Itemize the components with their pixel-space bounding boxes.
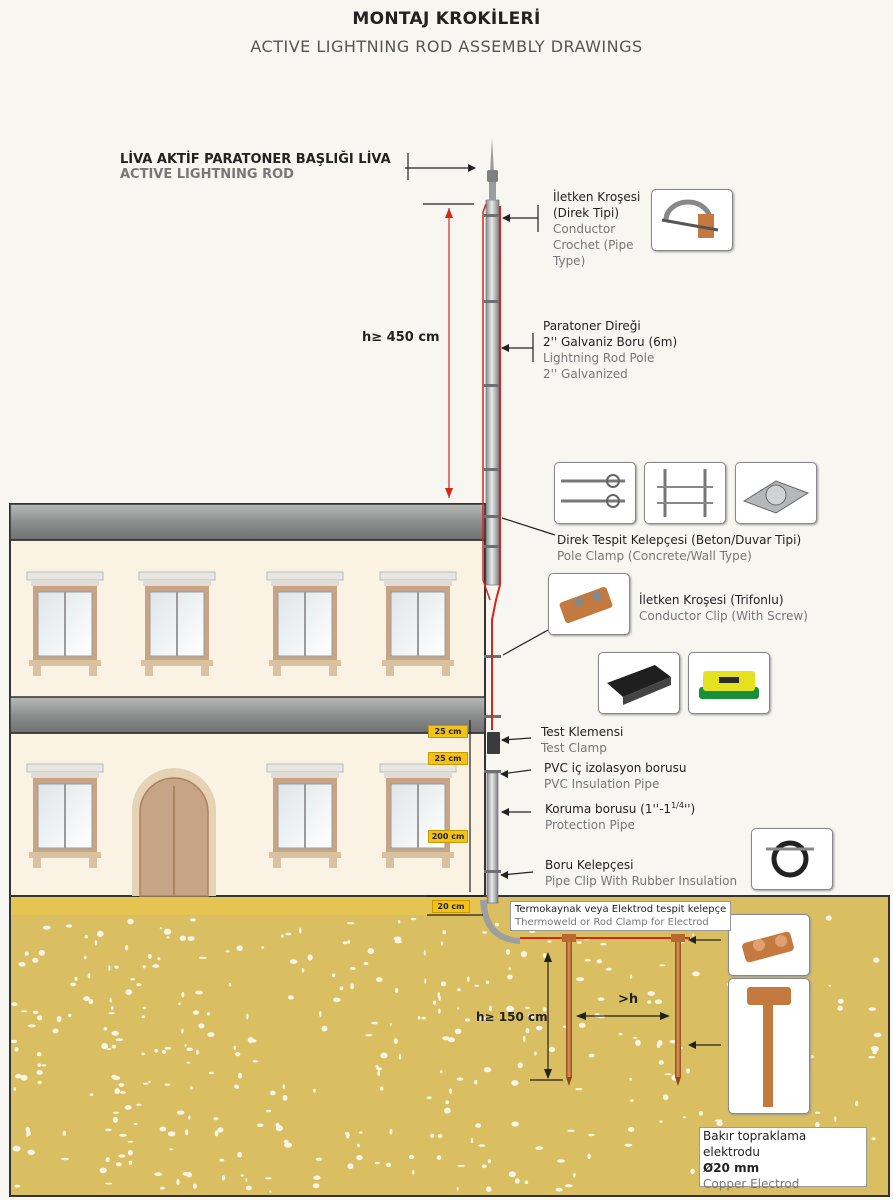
test-clamp-tr: Test Klemensi xyxy=(541,725,624,739)
down-conductor xyxy=(491,206,501,730)
copper-electrode-en: Copper Electrod xyxy=(703,1177,800,1191)
protection-pipe-tr: Koruma borusu (1''-11/4'') xyxy=(545,798,695,817)
protection-pipe-tr-main: Koruma borusu (1''-1 xyxy=(545,802,672,816)
pole-clamp-image-3 xyxy=(735,462,817,524)
pole-tr1: Paratoner Direği xyxy=(543,319,641,333)
test-clamp-image-black xyxy=(598,652,680,714)
thermoweld-en: Thermoweld or Rod Clamp for Electrod xyxy=(515,917,709,928)
pole-bracket xyxy=(484,770,501,773)
copper-electrode-image xyxy=(728,978,810,1114)
rod-height-dimension: h≥ 450 cm xyxy=(362,330,440,345)
pole-bracket xyxy=(484,515,501,518)
pole-en2: 2'' Galvanized xyxy=(543,367,628,381)
test-clamp-box xyxy=(487,732,500,754)
pipe-clip-tr: Boru Kelepçesi xyxy=(545,858,634,872)
window-lower-3 xyxy=(379,763,457,868)
rod-head-label-en: ACTIVE LIGHTNING ROD xyxy=(120,167,294,182)
window-lower-2 xyxy=(266,763,344,868)
window-upper-1 xyxy=(26,571,104,676)
window-lower-1 xyxy=(26,763,104,868)
conductor-clip-en: Conductor Clip (With Screw) xyxy=(639,609,808,623)
protection-pipe-en: Protection Pipe xyxy=(545,818,635,832)
copper-electrodes xyxy=(562,934,685,1086)
copper-electrode-tr: Bakır topraklama elektrodu xyxy=(703,1129,807,1159)
protection-pipe-tr-end: '') xyxy=(683,802,696,816)
pole-clamp-en: Pole Clamp (Concrete/Wall Type) xyxy=(557,549,752,563)
conductor-clip-label: İletken Kroşesi (Trifonlu) Conductor Cli… xyxy=(639,592,808,624)
dimension-arrowheads xyxy=(445,164,670,1079)
dim-tag-25cm-1: 25 cm xyxy=(428,725,468,738)
window-upper-2 xyxy=(138,571,216,676)
protection-pipe-tr-sup: 1/4 xyxy=(671,801,684,810)
test-clamp-image-yellow xyxy=(688,652,770,714)
conductor-clip-image xyxy=(548,573,630,635)
rod-head-label: LİVA AKTİF PARATONER BAŞLIĞI LİVA ACTIVE… xyxy=(120,152,391,182)
electrode-spacing-dimension: >h xyxy=(618,992,639,1007)
pipe-clip-label: Boru Kelepçesi Pipe Clip With Rubber Ins… xyxy=(545,857,737,889)
dim-tag-20cm: 20 cm xyxy=(432,900,470,913)
pole-clamp-image-2 xyxy=(644,462,726,524)
arched-door xyxy=(132,768,216,897)
pole-tr2: 2'' Galvaniz Boru (6m) xyxy=(543,335,678,349)
thermoweld-tr: Termokaynak veya Elektrod tespit kelepçe xyxy=(515,904,727,915)
page-title: MONTAJ KROKİLERİ xyxy=(352,9,541,29)
copper-electrode-label: Bakır topraklama elektrodu Ø20 mm Copper… xyxy=(699,1127,867,1191)
conductor-crochet-tr1: İletken Kroşesi xyxy=(553,190,641,204)
pvc-pipe-en: PVC Insulation Pipe xyxy=(544,777,660,791)
conductor-crochet-tr2: (Direk Tipi) xyxy=(553,206,619,220)
pipe-clip-en: Pipe Clip With Rubber Insulation xyxy=(545,874,738,888)
conductor-crochet-image xyxy=(651,189,733,251)
window-upper-4 xyxy=(379,571,457,676)
pole-bracket xyxy=(484,545,501,548)
dim-tag-25cm-2: 25 cm xyxy=(428,752,468,765)
pole-bracket xyxy=(484,468,501,471)
pole-bracket xyxy=(484,300,501,303)
pole-clamp-label: Direk Tespit Kelepçesi (Beton/Duvar Tipi… xyxy=(557,532,801,564)
dimension-lines xyxy=(405,153,668,1081)
pole-bracket xyxy=(484,384,501,387)
protection-pipe-label: Koruma borusu (1''-11/4'') Protection Pi… xyxy=(545,798,695,833)
conductor-crochet-en2: Crochet (Pipe xyxy=(553,238,634,252)
conductor-crochet-en1: Conductor xyxy=(553,222,616,236)
window-upper-3 xyxy=(266,571,344,676)
electrode-depth-dimension: h≥ 150 cm xyxy=(476,1010,548,1024)
thermoweld-label: Termokaynak veya Elektrod tespit kelepçe… xyxy=(510,901,732,931)
pvc-pipe-tr: PVC iç izolasyon borusu xyxy=(544,761,687,775)
conductor-crochet-en3: Type) xyxy=(553,254,586,268)
pole-clamp-tr: Direk Tespit Kelepçesi (Beton/Duvar Tipi… xyxy=(557,533,802,547)
dim-tag-200cm: 200 cm xyxy=(428,830,468,843)
pole-bracket xyxy=(484,214,501,217)
pole-label: Paratoner Direği 2'' Galvaniz Boru (6m) … xyxy=(543,318,677,382)
page-subtitle: ACTIVE LIGHTNING ROD ASSEMBLY DRAWINGS xyxy=(250,37,643,56)
rod-head-label-tr: LİVA AKTİF PARATONER BAŞLIĞI LİVA xyxy=(120,152,391,167)
copper-electrode-size: Ø20 mm xyxy=(703,1161,760,1175)
pole-clamp-image-1 xyxy=(554,462,636,524)
conductor-clip-tr: İletken Kroşesi (Trifonlu) xyxy=(639,593,784,607)
rod-clamp-image xyxy=(728,914,810,976)
pvc-pipe-label: PVC iç izolasyon borusu PVC Insulation P… xyxy=(544,760,687,792)
pipe-clip-image xyxy=(751,828,833,890)
pole-en1: Lightning Rod Pole xyxy=(543,351,655,365)
conductor-crochet-label: İletken Kroşesi (Direk Tipi) Conductor C… xyxy=(553,189,640,269)
pole-bracket xyxy=(484,870,501,873)
test-clamp-en: Test Clamp xyxy=(541,741,607,755)
lightning-rod-head xyxy=(487,138,498,200)
test-clamp-label: Test Klemensi Test Clamp xyxy=(541,724,623,756)
